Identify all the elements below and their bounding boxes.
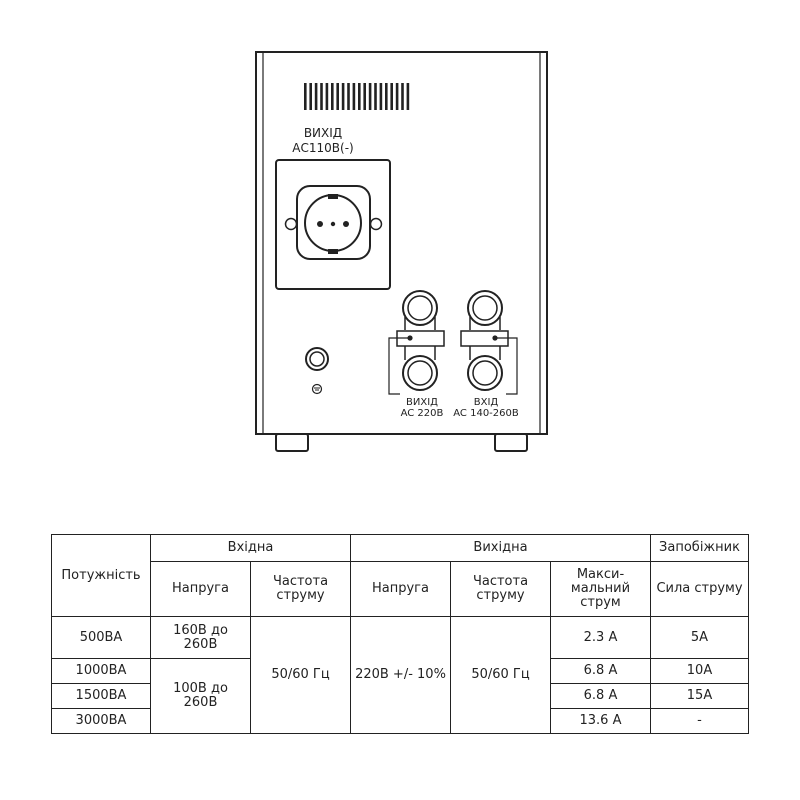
socket-ground-clip-top (328, 194, 338, 199)
socket-panel (275, 159, 391, 290)
input-terminal-bottom[interactable] (467, 346, 503, 391)
vent-slot (336, 83, 339, 110)
ventilation-grille (304, 83, 410, 110)
socket-screw-left (284, 217, 298, 231)
vent-slot (395, 83, 399, 110)
device-foot-left (275, 433, 309, 452)
vent-slot (325, 83, 329, 110)
vent-slot (368, 83, 372, 110)
output-socket-label-line2: АС110В(-) (292, 141, 353, 155)
table-row-max-current: 6.8 А (550, 658, 651, 684)
table-row-power: 3000ВА (51, 708, 151, 734)
vent-slot (374, 83, 377, 110)
device-foot-right (494, 433, 528, 452)
input-voltage-1000-3000: 100В до 260В (150, 658, 251, 734)
socket-pin-hole (317, 221, 323, 227)
vent-slot (363, 83, 366, 110)
output-voltage-value: 220В +/- 10% (350, 616, 451, 734)
table-row-fuse: 10А (650, 658, 749, 684)
input-frequency-value: 50/60 Гц (250, 616, 351, 734)
terminal-bracket-lines (388, 335, 518, 395)
table-row-power: 1500ВА (51, 683, 151, 709)
output-group-header: Вихідна (350, 534, 651, 562)
input-voltage-header: Напруга (150, 561, 251, 617)
vent-slot (390, 83, 393, 110)
socket-center-dot (330, 221, 336, 227)
output-terminal-bottom[interactable] (402, 346, 438, 391)
vent-slot (379, 83, 383, 110)
table-row-fuse: 15А (650, 683, 749, 709)
vent-slot (385, 83, 388, 110)
vent-slot (347, 83, 350, 110)
socket-frame (296, 185, 371, 260)
output-terminal-label-line1: ВИХІД (406, 397, 438, 408)
socket-pin-hole (343, 221, 349, 227)
vent-slot (401, 83, 404, 110)
table-row-power: 500ВА (51, 616, 151, 659)
output-terminal-top[interactable] (402, 290, 438, 330)
stabilizer-rear-panel-drawing: ВИХІД АС110В(-) (255, 51, 548, 452)
table-row-fuse: 5А (650, 616, 749, 659)
fuse-group-header: Запобіжник (650, 534, 749, 562)
vent-slot (358, 83, 361, 110)
input-terminal-label-line2: AC 140-260В (453, 408, 519, 419)
device-cabinet (255, 51, 548, 435)
max-current-header: Макси-мальний струм (550, 561, 651, 617)
specification-table: Потужність Вхідна Вихідна Запобіжник Нап… (51, 534, 749, 734)
power-header: Потужність (51, 534, 151, 617)
table-row-max-current: 6.8 А (550, 683, 651, 709)
socket-ground-clip-bottom (328, 249, 338, 254)
input-frequency-header: Частота струму (250, 561, 351, 617)
fuse-holder-cap (309, 351, 325, 367)
output-socket-label-line1: ВИХІД (304, 126, 342, 140)
ground-symbol-icon (311, 383, 323, 395)
output-frequency-header: Частота струму (450, 561, 551, 617)
vent-slot (309, 83, 312, 110)
vent-slot (331, 83, 334, 110)
fuse-current-header: Сила струму (650, 561, 749, 617)
output-terminal-label-line2: AC 220В (401, 408, 444, 419)
vent-slot (304, 83, 307, 110)
table-row-fuse: - (650, 708, 749, 734)
table-row-max-current: 2.3 А (550, 616, 651, 659)
table-row-power: 1000ВА (51, 658, 151, 684)
table-row-max-current: 13.6 А (550, 708, 651, 734)
input-terminal-top[interactable] (467, 290, 503, 330)
input-group-header: Вхідна (150, 534, 351, 562)
input-voltage-500: 160В до 260В (150, 616, 251, 659)
fuse-holder[interactable] (305, 347, 329, 371)
vent-slot (320, 83, 323, 110)
output-frequency-value: 50/60 Гц (450, 616, 551, 734)
vent-slot (341, 83, 345, 110)
socket-screw-right (369, 217, 383, 231)
output-voltage-header: Напруга (350, 561, 451, 617)
vent-slot (314, 83, 318, 110)
vent-slot (352, 83, 356, 110)
input-terminal-label-line1: ВХІД (474, 397, 499, 408)
vent-slot (406, 83, 410, 110)
